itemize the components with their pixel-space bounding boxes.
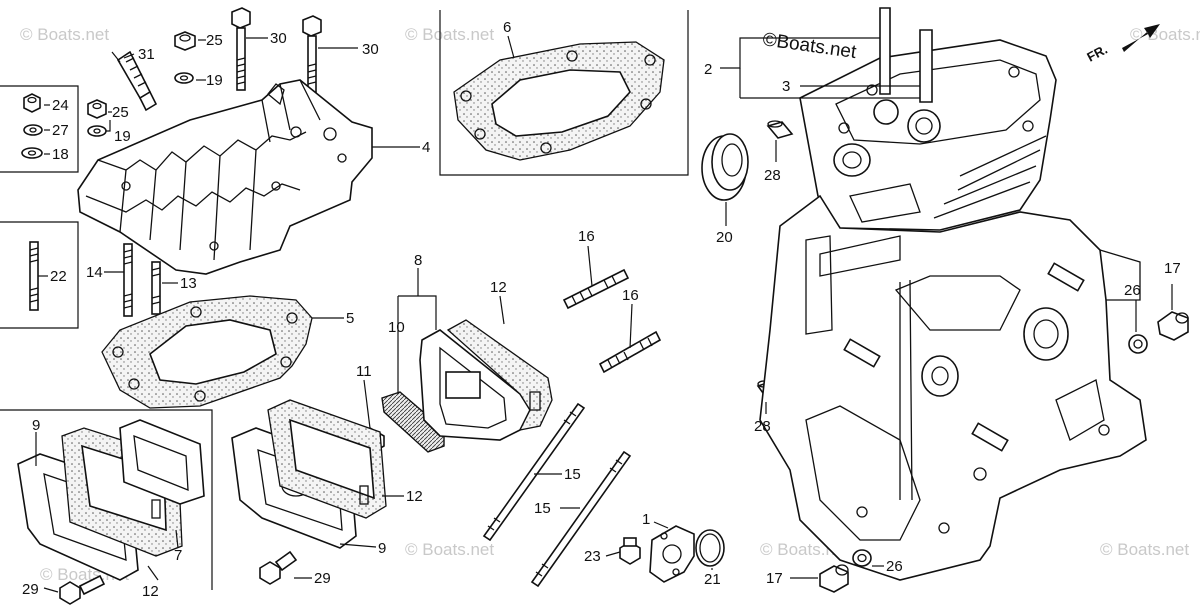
watermark: © Boats.net xyxy=(405,25,494,44)
callout-22: 22 xyxy=(50,268,67,285)
callout-9: 9 xyxy=(378,540,386,557)
callout-25: 25 xyxy=(206,32,223,49)
drain-plug-17-lower xyxy=(819,564,849,593)
callout-3: 3 xyxy=(782,78,790,95)
group-frames xyxy=(0,10,689,590)
reed-assembly-left xyxy=(17,419,205,581)
stud-14 xyxy=(123,243,133,317)
o-ring-21 xyxy=(695,529,725,567)
callout-11: 11 xyxy=(356,363,372,380)
nut-24 xyxy=(23,93,41,113)
callout-29: 29 xyxy=(314,570,331,587)
washer-26-upper xyxy=(1128,334,1148,354)
callout-20: 20 xyxy=(716,229,733,246)
long-stud-15-lower xyxy=(530,450,632,588)
callout-28: 28 xyxy=(764,167,781,184)
callout-15: 15 xyxy=(564,466,581,483)
gasket-6 xyxy=(453,41,665,161)
bolt-30-right xyxy=(302,15,322,93)
brand-watermark: ©Boats.net xyxy=(761,29,858,63)
callout-13: 13 xyxy=(180,275,197,292)
callout-7: 7 xyxy=(174,547,182,564)
front-arrow-icon xyxy=(1122,24,1160,52)
callout-15: 15 xyxy=(534,500,551,517)
callout-18: 18 xyxy=(52,146,69,163)
bolt-23 xyxy=(619,537,641,565)
watermark: © Boats.net xyxy=(1130,25,1200,44)
callout-23: 23 xyxy=(584,548,601,565)
callouts: 31 25 19 30 30 4 24 27 18 25 19 22 14 13… xyxy=(22,19,1181,600)
bolt-29-left xyxy=(59,574,106,605)
stud-22 xyxy=(29,241,39,311)
callout-27: 27 xyxy=(52,122,69,139)
callout-6: 6 xyxy=(503,19,511,36)
callout-16: 16 xyxy=(578,228,595,245)
washer-26-lower xyxy=(852,549,872,567)
callout-16: 16 xyxy=(622,287,639,304)
callout-30: 30 xyxy=(270,30,287,47)
bolt-30-left xyxy=(231,7,251,91)
watermark: © Boats.net xyxy=(405,540,494,559)
washer-19-left xyxy=(87,125,107,137)
callout-1: 1 xyxy=(642,511,650,528)
cylinder-head xyxy=(77,79,373,275)
callout-17: 17 xyxy=(1164,260,1181,277)
watermark: © Boats.net xyxy=(20,25,109,44)
callout-9: 9 xyxy=(32,417,40,434)
dowel-pin-28-upper xyxy=(766,120,794,139)
stud-13 xyxy=(151,261,161,315)
callout-26: 26 xyxy=(1124,282,1141,299)
washer-19-top xyxy=(174,72,194,84)
washer-18 xyxy=(21,147,43,159)
callout-30: 30 xyxy=(362,41,379,58)
long-stud-15-upper xyxy=(482,402,586,542)
callout-14: 14 xyxy=(86,264,103,281)
callout-24: 24 xyxy=(52,97,69,114)
callout-29: 29 xyxy=(22,581,39,598)
crankcase-cylinder-block xyxy=(759,7,1147,581)
reed-valve-assembly-8 xyxy=(381,319,553,453)
watermarks: © Boats.net © Boats.net © Boats.net © Bo… xyxy=(20,25,1200,584)
callout-5: 5 xyxy=(346,310,354,327)
callout-26: 26 xyxy=(886,558,903,575)
callout-28: 28 xyxy=(754,418,771,435)
callout-19: 19 xyxy=(114,128,131,145)
oil-seal-20 xyxy=(701,133,749,201)
callout-17: 17 xyxy=(766,570,783,587)
callout-31: 31 xyxy=(138,46,155,63)
front-direction-indicator: FR. xyxy=(1084,24,1160,65)
callout-2: 2 xyxy=(704,61,712,78)
drain-plug-17-upper xyxy=(1157,311,1189,341)
cover-plate-1 xyxy=(649,525,695,583)
callout-8: 8 xyxy=(414,252,422,269)
stud-16-upper xyxy=(562,268,630,310)
leader-lines xyxy=(35,35,1173,593)
nut-25-top xyxy=(174,31,196,51)
callout-21: 21 xyxy=(704,571,721,588)
washer-27 xyxy=(23,124,43,136)
reed-assembly-middle xyxy=(231,399,387,549)
watermark: © Boats.net xyxy=(1100,540,1189,559)
callout-12: 12 xyxy=(490,279,507,296)
stud-16-lower xyxy=(598,330,662,374)
bolt-29-middle xyxy=(259,550,298,585)
callout-25: 25 xyxy=(112,104,129,121)
front-label: FR. xyxy=(1084,42,1110,65)
nut-25-left xyxy=(87,99,107,119)
head-gasket xyxy=(101,295,313,409)
callout-4: 4 xyxy=(422,139,430,156)
callout-19: 19 xyxy=(206,72,223,89)
callout-12: 12 xyxy=(142,583,159,600)
callout-10: 10 xyxy=(388,319,405,336)
spark-plug xyxy=(111,50,158,112)
callout-12: 12 xyxy=(406,488,423,505)
